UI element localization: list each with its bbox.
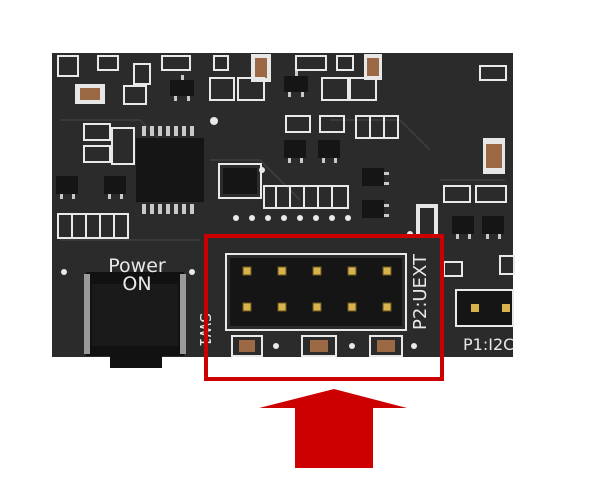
i2c-label: P1:I2C	[463, 335, 514, 354]
smd-pads-top	[57, 54, 507, 105]
passive-array	[57, 115, 507, 239]
power-label-line2: ON	[122, 273, 151, 295]
small-ic	[218, 163, 265, 199]
header-resistors	[231, 335, 417, 357]
sot23-leads	[60, 71, 501, 239]
power-switch	[84, 272, 186, 368]
passive-dividers	[71, 116, 385, 238]
power-label-line1: Power	[108, 255, 166, 277]
capacitors-right	[416, 138, 515, 277]
highlight-box	[204, 234, 444, 381]
ic-chip	[136, 117, 218, 214]
arrow-up-icon	[259, 389, 407, 468]
sot23-packages	[56, 76, 504, 234]
header-label: P2:UEXT	[410, 253, 431, 330]
vias	[61, 215, 413, 275]
uext-header	[225, 253, 407, 331]
header-pins	[242, 266, 392, 312]
i2c-connector	[455, 289, 514, 327]
